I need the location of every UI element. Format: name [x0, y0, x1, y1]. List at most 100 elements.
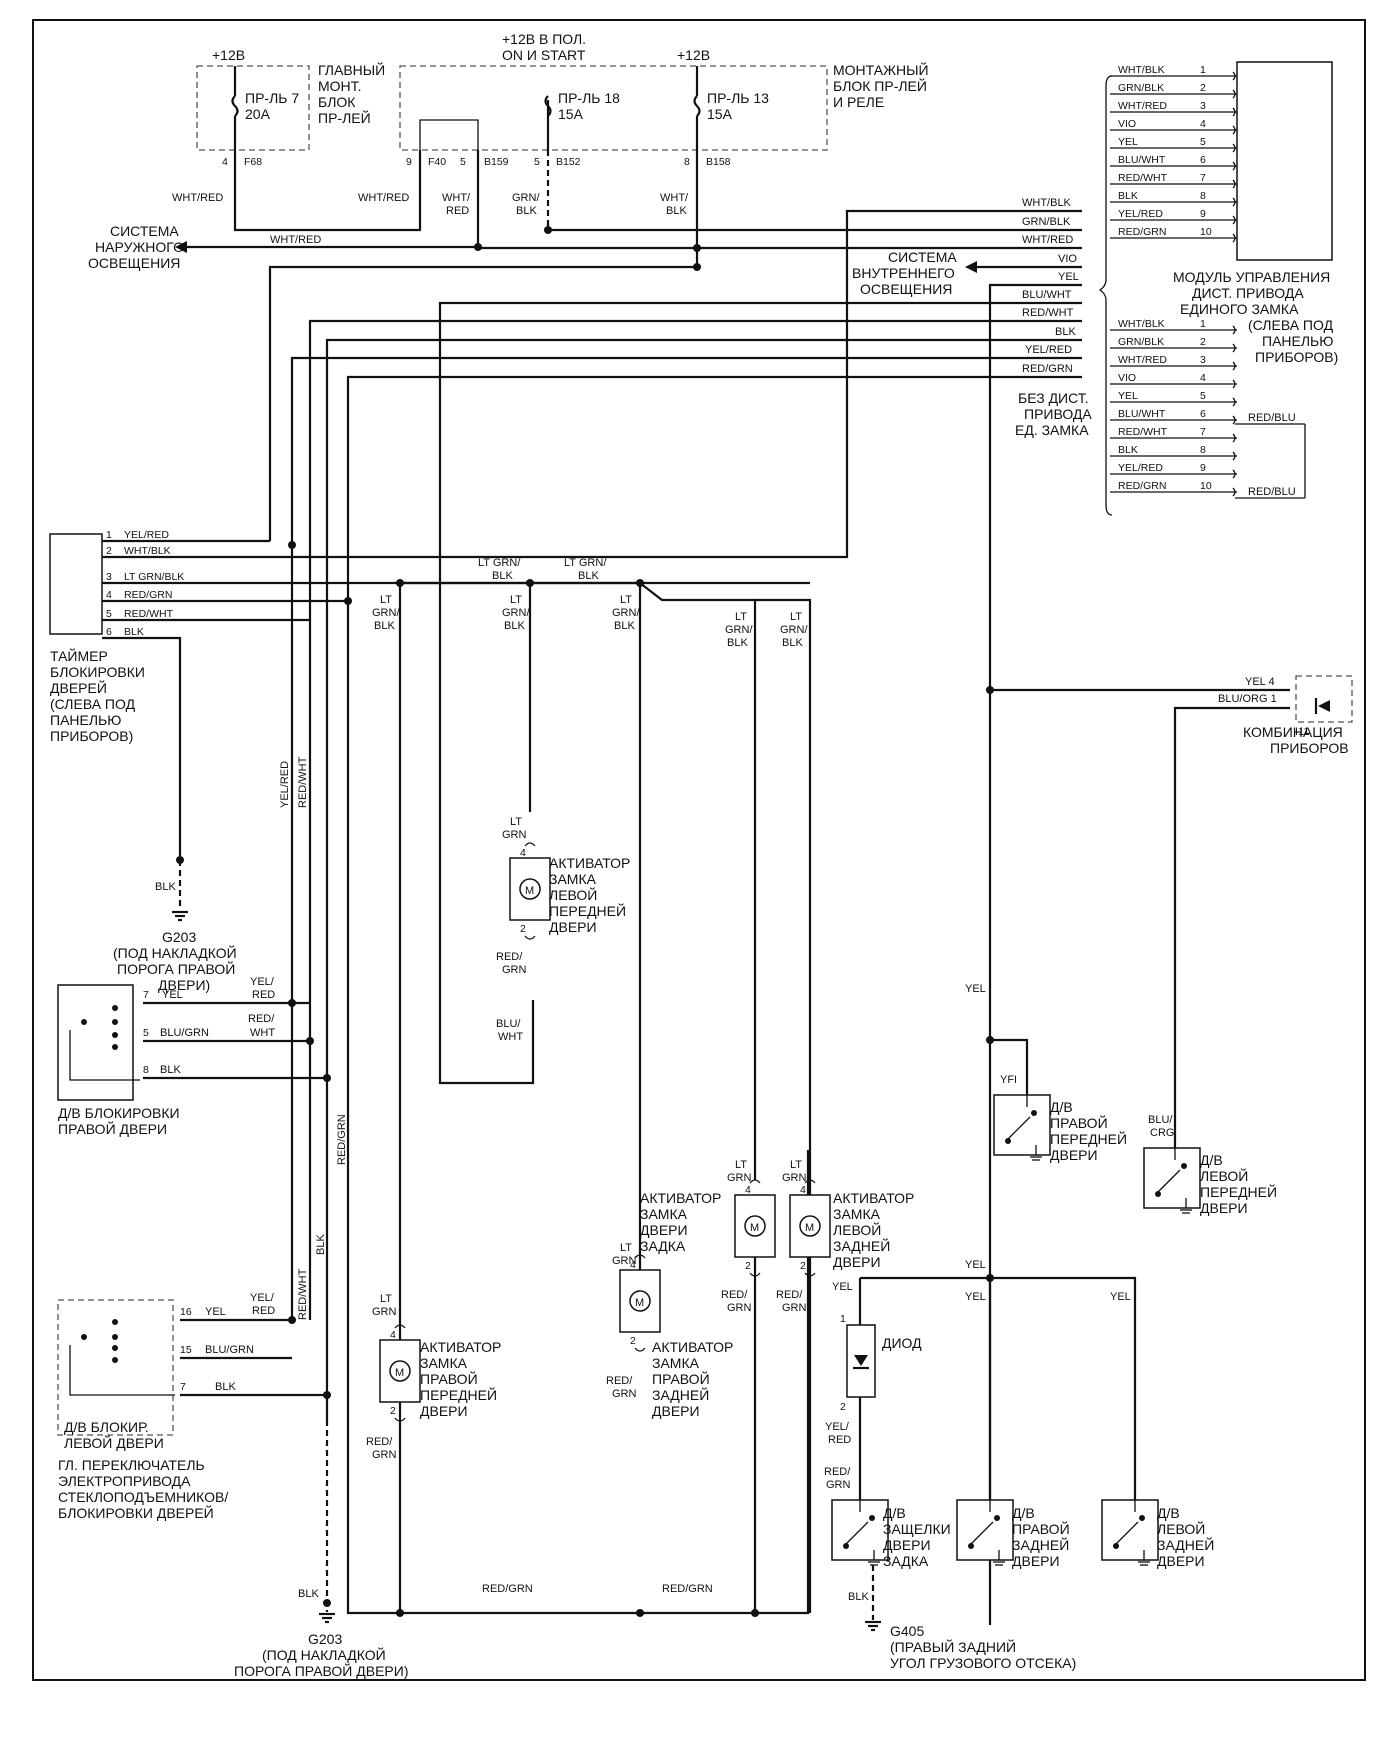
- svg-text:ЛЕВОЙ ДВЕРИ: ЛЕВОЙ ДВЕРИ: [64, 1434, 164, 1451]
- svg-text:GRN/BLK: GRN/BLK: [1022, 216, 1071, 228]
- actuator-label-line: ЗАМКА: [549, 871, 597, 887]
- actuator-pin-4: 4: [800, 1184, 806, 1196]
- svg-text:BLK: BLK: [666, 205, 687, 217]
- actuator-pin-2: 2: [800, 1260, 806, 1272]
- svg-text:15А: 15А: [707, 106, 733, 122]
- connector-pin-icon: [1232, 487, 1236, 497]
- actuator-label-line: ЗАДНЕЙ: [833, 1237, 890, 1254]
- switch-label-line: ДВЕРИ: [1050, 1147, 1098, 1163]
- svg-text:ДВЕРЕЙ: ДВЕРЕЙ: [50, 679, 107, 696]
- connector-icon: [634, 1347, 646, 1352]
- svg-text:ДИОД: ДИОД: [882, 1335, 922, 1351]
- svg-text:ДВЕРИ): ДВЕРИ): [158, 977, 210, 993]
- svg-text:LT: LT: [620, 594, 632, 606]
- svg-text:(СЛЕВА ПОД: (СЛЕВА ПОД: [1248, 317, 1334, 333]
- svg-text:BLK: BLK: [215, 1381, 236, 1393]
- actuator-wire-label: GRN: [727, 1302, 752, 1314]
- connector-pin-icon: [1232, 343, 1236, 353]
- instrument-cluster-label: КОМБИНАЦИЯ: [1243, 724, 1343, 740]
- module-pin-label: 8: [1200, 444, 1206, 456]
- svg-text:YEL: YEL: [832, 1281, 853, 1293]
- connector-icon: [394, 1324, 406, 1329]
- actuator-wire-label: GRN: [372, 1449, 397, 1461]
- interior-lighting-arrow: [965, 261, 977, 273]
- motor-icon: [519, 878, 541, 900]
- svg-text:YFI: YFI: [1000, 1074, 1017, 1086]
- svg-text:RED/: RED/: [248, 1013, 275, 1025]
- svg-text:WHT/: WHT/: [442, 192, 471, 204]
- svg-text:RED/BLU: RED/BLU: [1248, 412, 1296, 424]
- switch-label-line: ПЕРЕДНЕЙ: [1050, 1130, 1127, 1147]
- svg-text:ПРАВОЙ ДВЕРИ: ПРАВОЙ ДВЕРИ: [58, 1120, 167, 1137]
- svg-text:YEL/RED: YEL/RED: [1025, 344, 1072, 356]
- timer-wire-label: RED/WHT: [124, 608, 174, 620]
- svg-text:ПОРОГА ПРАВОЙ ДВЕРИ): ПОРОГА ПРАВОЙ ДВЕРИ): [234, 1662, 408, 1679]
- svg-text:RED/GRN: RED/GRN: [662, 1583, 713, 1595]
- module-wire-label: YEL/RED: [1118, 208, 1163, 220]
- actuator-label-line: ПЕРЕДНЕЙ: [549, 902, 626, 919]
- actuator-label-line: ДВЕРИ: [420, 1403, 468, 1419]
- actuator-label-line: АКТИВАТОР: [420, 1339, 501, 1355]
- svg-text:Д/В БЛОКИРОВКИ: Д/В БЛОКИРОВКИ: [58, 1105, 180, 1121]
- svg-text:БЕЗ ДИСТ.: БЕЗ ДИСТ.: [1018, 390, 1089, 406]
- module-wire-label: RED/GRN: [1118, 480, 1166, 492]
- svg-text:(ПРАВЫЙ ЗАДНИЙ: (ПРАВЫЙ ЗАДНИЙ: [890, 1638, 1016, 1655]
- actuator-label-line: ДВЕРИ: [640, 1222, 688, 1238]
- actuator-pin-4: 4: [390, 1329, 396, 1341]
- svg-text:9: 9: [406, 156, 412, 168]
- svg-text:5: 5: [143, 1027, 149, 1039]
- fuse-7-label: ПР-ЛЬ 7: [245, 90, 299, 106]
- svg-text:G203: G203: [162, 929, 196, 945]
- plus12-left-label: +12В: [212, 47, 245, 63]
- module-wire-label: BLU/WHT: [1118, 154, 1166, 166]
- svg-text:ПРИБОРОВ): ПРИБОРОВ): [50, 728, 133, 744]
- module-pin-label: 6: [1200, 408, 1206, 420]
- svg-text:БЛОКИРОВКИ: БЛОКИРОВКИ: [50, 664, 145, 680]
- svg-text:СИСТЕМА: СИСТЕМА: [888, 249, 957, 265]
- switch-label-line: Д/В: [1050, 1099, 1073, 1115]
- actuator-wire-label: LT: [790, 1159, 802, 1171]
- fuse-18-icon: [544, 95, 552, 117]
- timer-wire-label: RED/GRN: [124, 589, 172, 601]
- actuator-wire-label: RED/: [606, 1375, 633, 1387]
- connector-pin-icon: [1232, 107, 1236, 117]
- module-pin-label: 6: [1200, 154, 1206, 166]
- switch-pivot-icon: [1113, 1543, 1119, 1549]
- svg-text:ПР-ЛЕЙ: ПР-ЛЕЙ: [318, 109, 371, 126]
- switch-label-line: ЗАДНЕЙ: [1012, 1536, 1069, 1553]
- switch-label-line: Д/В: [883, 1505, 906, 1521]
- svg-text:RED: RED: [252, 989, 275, 1001]
- switch-terminal-icon: [994, 1515, 1000, 1521]
- module-wire-label: WHT/BLK: [1118, 318, 1165, 330]
- connector-pin-icon: [1232, 89, 1236, 99]
- module-pin-label: 9: [1200, 462, 1206, 474]
- module-pin-label: 7: [1200, 426, 1206, 438]
- svg-text:WHT/: WHT/: [660, 192, 689, 204]
- module-wire-label: RED/WHT: [1118, 426, 1168, 438]
- switch-label-line: ЗАЩЕЛКИ: [883, 1521, 951, 1537]
- switch-label-line: Д/В: [1157, 1505, 1180, 1521]
- fuse-13-icon: [693, 95, 701, 117]
- switch-contact-icon: [1007, 1116, 1031, 1140]
- svg-text:GRN/: GRN/: [612, 607, 640, 619]
- svg-text:ЭЛЕКТРОПРИВОДА: ЭЛЕКТРОПРИВОДА: [58, 1473, 191, 1489]
- svg-text:7: 7: [180, 1381, 186, 1393]
- svg-text:GRN/: GRN/: [780, 624, 808, 636]
- plus12-right-label: +12В: [677, 47, 710, 63]
- connector-pin-icon: [1232, 325, 1236, 335]
- svg-text:RED/WHT: RED/WHT: [1022, 307, 1074, 319]
- svg-text:B158: B158: [706, 156, 731, 168]
- fuse-7-icon: [231, 95, 239, 117]
- switch-label-line: ЗАДКА: [883, 1553, 929, 1569]
- switch-terminal-icon: [1031, 1110, 1037, 1116]
- switch-label-line: ПРАВОЙ: [1050, 1114, 1108, 1131]
- svg-text:RED: RED: [252, 1305, 275, 1317]
- svg-text:8: 8: [684, 156, 690, 168]
